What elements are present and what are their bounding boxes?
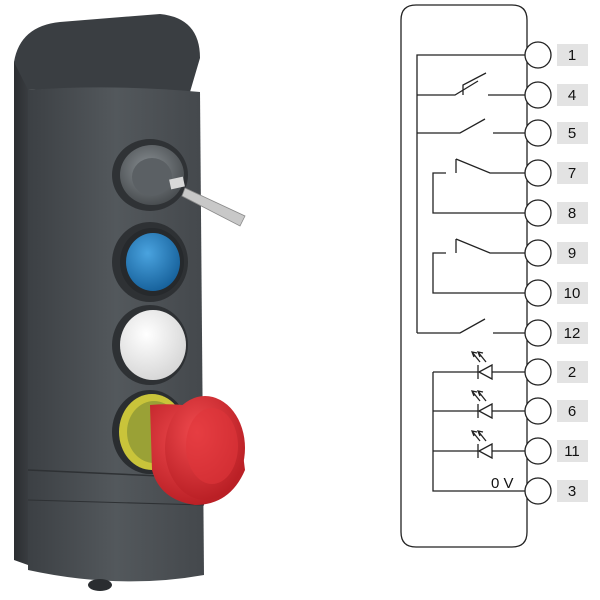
terminal-circle	[524, 477, 552, 505]
common-bus-wire	[416, 54, 525, 333]
terminal-circle	[524, 159, 552, 187]
terminal-label: 12	[564, 325, 581, 342]
terminal-label-box	[557, 400, 588, 422]
terminal-6: 6	[524, 397, 588, 425]
wiring-diagram: 1 4 5 7 8 9 10 12 2 6 11 3 0 V	[400, 4, 588, 548]
circuit-paths	[416, 54, 525, 492]
terminal-circle	[524, 81, 552, 109]
housing-side	[14, 40, 28, 565]
terminal-label-box	[557, 480, 588, 502]
terminal-circle	[524, 41, 552, 69]
led-common-wire	[432, 372, 525, 492]
led-light-arrows-icon	[470, 430, 487, 442]
terminal-label-box	[557, 122, 588, 144]
terminal-10: 10	[524, 279, 588, 307]
white-pushbutton[interactable]	[112, 305, 188, 385]
terminal-label: 11	[564, 443, 580, 460]
led-light-arrows-icon	[470, 351, 487, 363]
housing-top	[14, 14, 200, 92]
terminal-label-box	[557, 44, 588, 66]
terminal-circle	[524, 279, 552, 307]
terminal-3: 3	[524, 477, 588, 505]
diagram-outline	[400, 4, 528, 548]
terminal-2: 2	[524, 358, 588, 386]
led-icon	[477, 442, 493, 460]
terminal-label: 6	[568, 403, 576, 420]
terminal-circle	[524, 239, 552, 267]
terminal-label: 9	[568, 245, 576, 262]
terminal-circle	[524, 437, 552, 465]
switch-terminal-12	[417, 318, 525, 334]
terminal-label: 1	[568, 47, 576, 64]
terminal-label: 5	[568, 125, 576, 142]
terminal-label-box	[557, 242, 588, 264]
switch-terminal-5	[417, 118, 525, 134]
terminal-4: 4	[524, 81, 588, 109]
switch-terminal-4	[417, 72, 525, 96]
led-light-arrows-icon	[470, 390, 487, 402]
terminal-circle	[524, 397, 552, 425]
emergency-stop-button[interactable]	[112, 390, 245, 505]
terminal-label: 7	[568, 165, 576, 182]
terminal-circle	[524, 319, 552, 347]
terminal-9: 9	[524, 239, 588, 267]
terminal-5: 5	[524, 119, 588, 147]
terminal-label-box	[557, 282, 588, 304]
blue-pushbutton[interactable]	[112, 222, 188, 302]
terminal-label-box	[557, 440, 588, 462]
terminal-label: 2	[568, 364, 576, 381]
terminal-label: 4	[568, 87, 576, 104]
terminal-11: 11	[524, 437, 588, 465]
switch-terminal-7-8	[432, 158, 525, 214]
terminal-circle	[524, 119, 552, 147]
key-selector-switch[interactable]	[112, 139, 246, 227]
terminal-label: 10	[564, 285, 581, 302]
terminal-label: 3	[568, 483, 576, 500]
terminal-1: 1	[524, 41, 588, 69]
ground-label: 0 V	[491, 475, 514, 492]
terminal-7: 7	[524, 159, 588, 187]
terminal-block: 1 4 5 7 8 9 10 12 2 6 11 3	[524, 41, 588, 505]
terminal-12: 12	[524, 319, 588, 347]
led-icon	[477, 402, 493, 420]
led-icon	[477, 363, 493, 381]
terminal-label-box	[557, 162, 588, 184]
switch-terminal-9-10	[432, 238, 525, 294]
terminal-circle	[524, 358, 552, 386]
terminal-label-box	[557, 322, 588, 344]
terminal-label-box	[557, 361, 588, 383]
control-station-device	[14, 14, 246, 591]
terminal-circle	[524, 199, 552, 227]
terminal-label-box	[557, 84, 588, 106]
terminal-8: 8	[524, 199, 588, 227]
terminal-label: 8	[568, 205, 576, 222]
terminal-label-box	[557, 202, 588, 224]
key-icon	[169, 176, 246, 227]
